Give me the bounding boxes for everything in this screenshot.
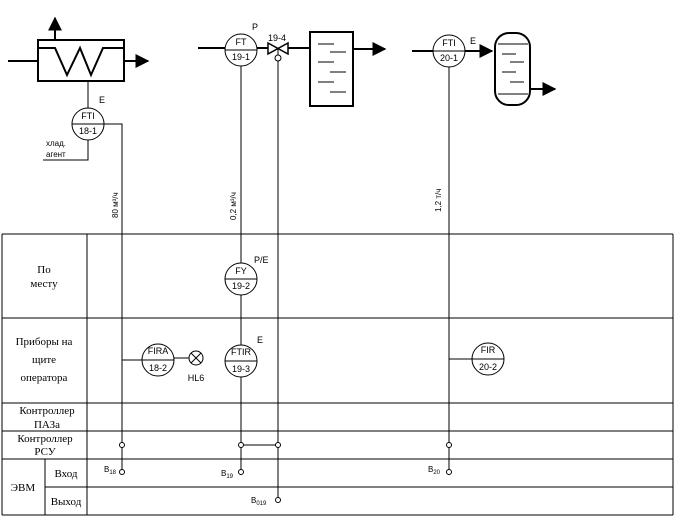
signal-b19: В19 [221,469,234,480]
svg-text:FTI: FTI [81,111,95,121]
signal-b20: В20 [428,465,441,476]
lamp-hl6[interactable]: HL6 [188,350,205,383]
svg-text:20-1: 20-1 [440,53,458,63]
coolant-line: хлад. агент [43,139,89,161]
computer-io-nodes [119,469,452,503]
dcs-nodes [119,442,452,448]
signal-line-18 [104,123,123,472]
row-esd-2: ПАЗа [34,419,60,431]
coolant-label-1: хлад. [46,139,66,148]
range-18: 80 м³/ч [111,192,120,218]
svg-text:E: E [99,95,105,105]
instrument-ftir-19-3[interactable]: FTIR 19-3 E [224,335,263,378]
instrument-ft-19-1[interactable]: FT 19-1 P [224,22,258,67]
svg-text:20-2: 20-2 [479,362,497,372]
svg-text:P: P [252,22,258,32]
row-panel-1: Приборы на [16,336,73,348]
svg-text:FIR: FIR [481,345,496,355]
lamp-tag: HL6 [188,373,205,383]
range-19: 0,2 м³/ч [229,192,238,220]
row-output: Выход [51,496,82,508]
svg-text:E: E [470,36,476,46]
control-valve-19-4[interactable]: 19-4 [267,33,289,62]
instrument-fti-20-1[interactable]: FTI 20-1 E [432,34,476,68]
svg-text:P/E: P/E [254,255,269,265]
row-esd-1: Контроллер [19,405,75,417]
row-local-2: месту [30,278,58,290]
svg-text:FIRA: FIRA [148,346,169,356]
heat-exchanger [8,16,150,110]
levels-table [1,233,674,516]
svg-text:FTIR: FTIR [231,347,251,357]
svg-text:FT: FT [236,37,247,47]
row-local-1: По [37,264,51,276]
svg-text:FY: FY [235,266,247,276]
row-dcs-2: РСУ [34,446,55,458]
signal-b019: В019 [251,496,267,507]
instrument-fira-18-2[interactable]: FIRA 18-2 [141,343,175,377]
instrument-fir-20-2[interactable]: FIR 20-2 [471,342,505,376]
svg-text:19-3: 19-3 [232,364,250,374]
row-panel-2: щите [32,354,56,366]
svg-text:E: E [257,335,263,345]
row-input: Вход [54,468,77,480]
tank-rectangular [309,31,387,107]
instrument-fti-18-1[interactable]: FTI 18-1 E [71,95,105,141]
row-evm: ЭВМ [11,482,36,494]
valve-tag: 19-4 [268,33,286,43]
vessel-rounded [494,32,557,106]
instrument-fy-19-2[interactable]: FY 19-2 P/E [224,255,269,296]
svg-text:18-2: 18-2 [149,363,167,373]
svg-text:18-1: 18-1 [79,126,97,136]
coolant-label-2: агент [46,150,66,159]
range-20: 1,2 т/ч [434,189,443,212]
signal-b18: В18 [104,465,117,476]
svg-text:19-1: 19-1 [232,52,250,62]
row-panel-3: оператора [21,372,68,384]
svg-text:FTI: FTI [442,38,456,48]
svg-text:19-2: 19-2 [232,281,250,291]
row-dcs-1: Контроллер [17,433,73,445]
